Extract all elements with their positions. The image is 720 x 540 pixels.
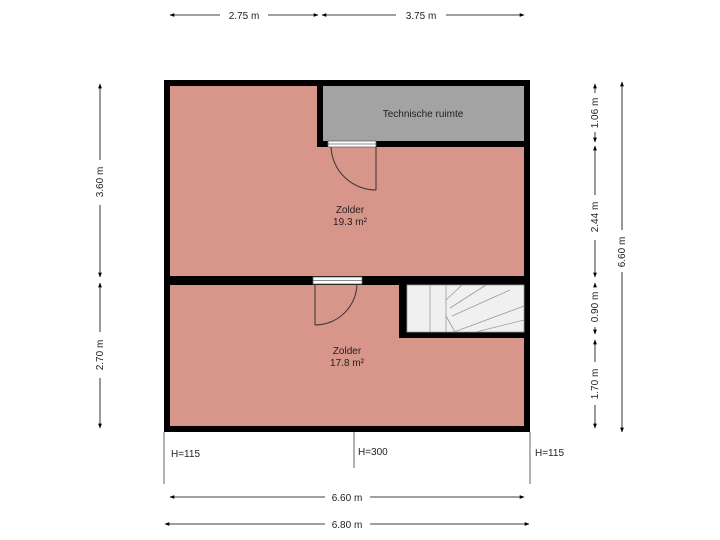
wall-technical-left [317,86,323,147]
dimension-right-2-label: 2.44 m [590,202,601,233]
dimension-bottom-outer: 6.80 m [164,520,530,531]
height-markers: H=115 H=300 H=115 [163,432,564,484]
dimension-top-right: 3.75 m [321,11,525,22]
stairs [406,284,525,333]
wall-stair-bottom [399,332,524,338]
dimension-right-1: 1.06 m [590,83,601,143]
dimension-bottom-inner-label: 6.60 m [332,493,363,504]
dimension-top-left: 2.75 m [169,11,319,22]
dimension-left-upper: 3.60 m [95,83,106,278]
dimension-right-3-label: 0.90 m [590,292,601,323]
height-left-label: H=115 [171,449,200,460]
wall-stair-left [399,285,407,338]
dimension-left-lower-label: 2.70 m [95,340,106,371]
dimension-right-4: 1.70 m [590,339,601,429]
dimension-bottom-outer-label: 6.80 m [332,520,363,531]
dimension-left-lower: 2.70 m [95,282,106,429]
dimension-right-total-label: 6.60 m [617,237,628,268]
dimension-top-left-label: 2.75 m [229,11,260,22]
door-technical [327,140,377,191]
attic-upper-area: 19.3 m² [333,217,368,228]
dimension-right-2: 2.44 m [590,145,601,278]
technical-room-label: Technische ruimte [383,109,464,120]
height-middle-label: H=300 [358,447,388,458]
attic-lower-name: Zolder [333,346,362,357]
door-middle [312,276,363,326]
dimension-right-total: 6.60 m [617,81,628,433]
dimension-bottom-inner: 6.60 m [169,493,525,504]
dimension-top-right-label: 3.75 m [406,11,437,22]
room-technical [323,86,524,141]
height-right-label: H=115 [535,448,564,459]
attic-lower-area: 17.8 m² [330,358,365,369]
dimension-right-3: 0.90 m [590,282,601,335]
wall-technical-bottom [317,141,524,147]
attic-upper-name: Zolder [336,205,365,216]
dimension-right-1-label: 1.06 m [590,98,601,129]
dimension-left-upper-label: 3.60 m [95,167,106,198]
dimension-right-4-label: 1.70 m [590,369,601,400]
